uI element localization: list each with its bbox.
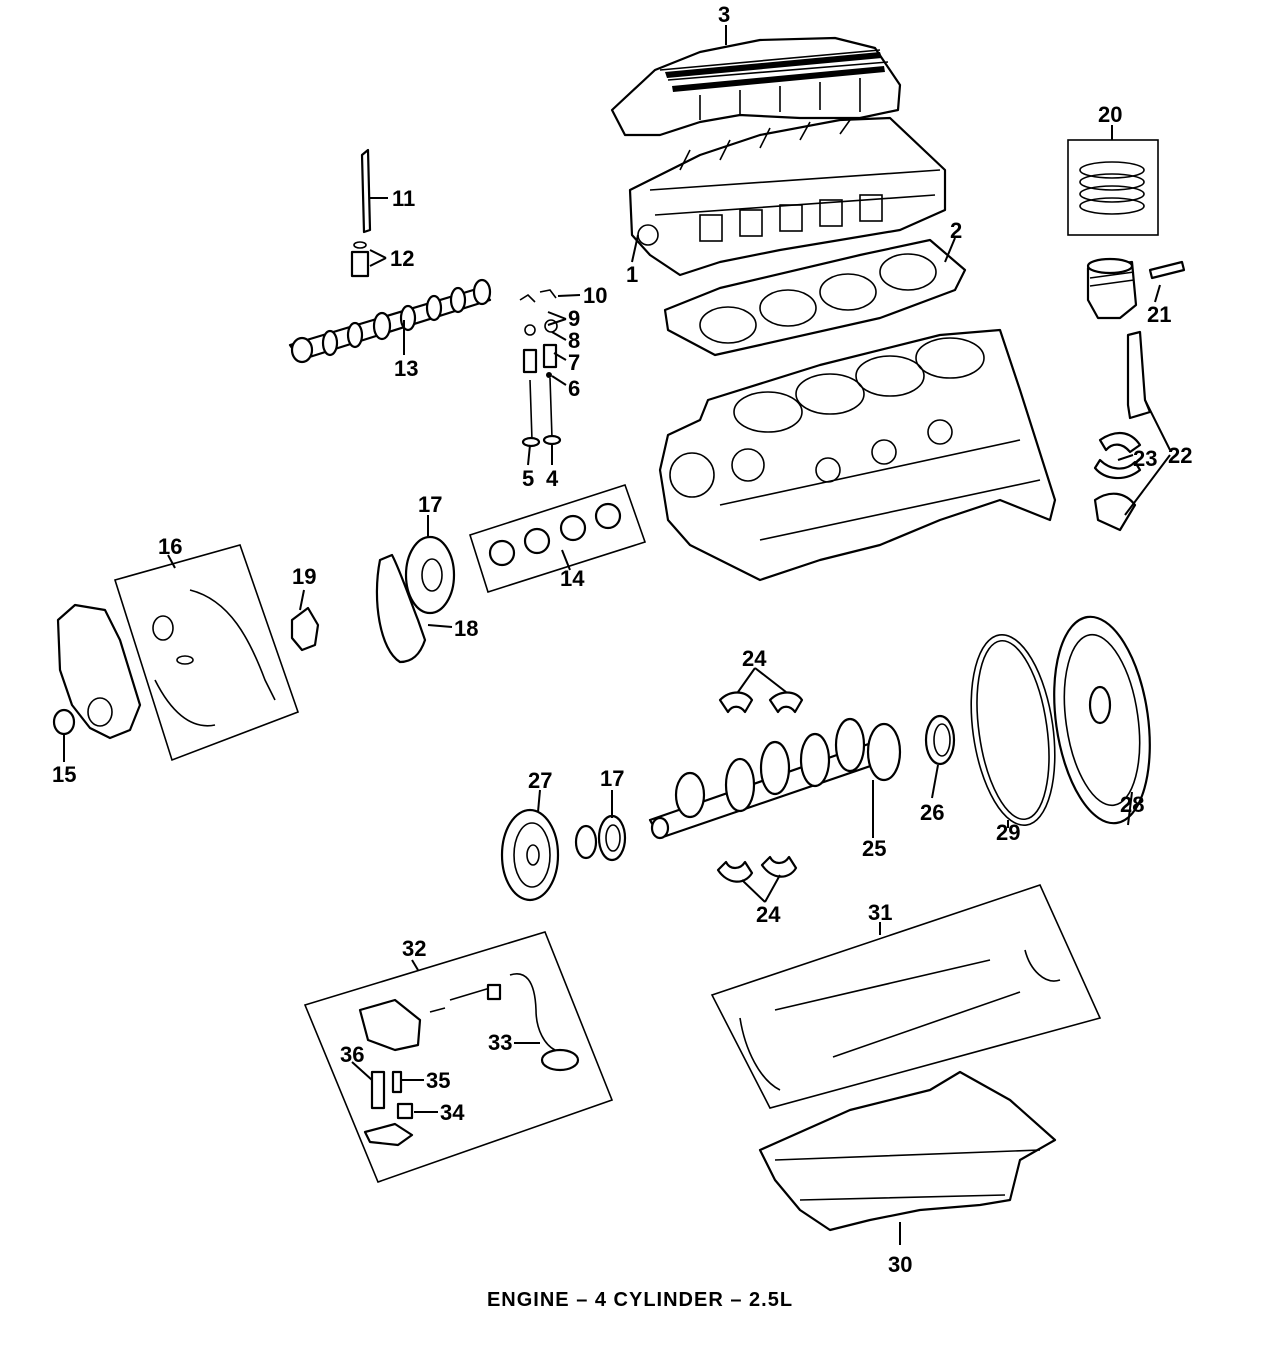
chain-tensioner <box>290 606 320 652</box>
callout-2: 2 <box>950 218 962 243</box>
connecting-rod <box>1093 330 1152 532</box>
callout-18: 18 <box>454 616 478 641</box>
head-gasket <box>663 238 967 357</box>
main-bearings <box>716 691 804 883</box>
callout-13: 13 <box>394 356 418 381</box>
callout-5: 5 <box>522 466 534 491</box>
callout-24-top: 24 <box>742 646 767 671</box>
callout-20: 20 <box>1098 102 1122 127</box>
ring-gear <box>970 633 1056 827</box>
valves-and-springs <box>519 289 562 448</box>
engine-block <box>658 328 1057 582</box>
flywheel <box>1053 615 1151 825</box>
leader-lines <box>63 25 1171 1245</box>
callout-labels: 3 1 2 20 21 22 23 11 12 13 10 9 8 7 6 5 … <box>52 2 1192 1277</box>
timing-cover <box>52 603 142 740</box>
callout-33: 33 <box>488 1030 512 1055</box>
callout-12: 12 <box>390 246 414 271</box>
timing-cover-gasket-set <box>113 544 300 762</box>
cam-bearings <box>468 483 647 594</box>
callout-31: 31 <box>868 900 892 925</box>
callout-8: 8 <box>568 328 580 353</box>
timing-gear-and-chain <box>375 535 456 664</box>
cylinder-head <box>628 116 947 277</box>
oil-pump-kit <box>303 931 614 1184</box>
callout-6: 6 <box>568 376 580 401</box>
callout-15: 15 <box>52 762 76 787</box>
pushrod-and-lifter <box>350 148 372 278</box>
callout-14: 14 <box>560 566 585 591</box>
callout-3: 3 <box>718 2 730 27</box>
callout-19: 19 <box>292 564 316 589</box>
callout-34: 34 <box>440 1100 465 1125</box>
callout-9: 9 <box>568 306 580 331</box>
callout-28: 28 <box>1120 792 1144 817</box>
callout-36: 36 <box>340 1042 364 1067</box>
callout-26: 26 <box>920 800 944 825</box>
oil-pan <box>758 1070 1057 1232</box>
callout-21: 21 <box>1147 302 1171 327</box>
diagram-caption: ENGINE – 4 CYLINDER – 2.5L <box>486 1289 794 1311</box>
camshaft <box>288 278 492 364</box>
callout-10: 10 <box>583 283 607 308</box>
callout-11: 11 <box>392 186 415 211</box>
callout-23: 23 <box>1133 446 1157 471</box>
rear-main-seal <box>924 714 956 766</box>
crankshaft <box>648 717 902 840</box>
valve-cover <box>610 36 902 137</box>
callout-17-top: 17 <box>418 492 442 517</box>
callout-32: 32 <box>402 936 426 961</box>
oil-pan-gasket-set <box>710 884 1102 1109</box>
callout-22: 22 <box>1168 443 1192 468</box>
callout-29: 29 <box>996 820 1020 845</box>
callout-16: 16 <box>158 534 182 559</box>
callout-4: 4 <box>546 466 559 491</box>
callout-7: 7 <box>568 350 580 375</box>
callout-27: 27 <box>528 768 552 793</box>
piston <box>1086 257 1186 320</box>
harmonic-balancer <box>500 808 627 902</box>
callout-17-bottom: 17 <box>600 766 624 791</box>
callout-35: 35 <box>426 1068 450 1093</box>
callout-1: 1 <box>626 262 638 287</box>
callout-30: 30 <box>888 1252 912 1277</box>
callout-24-bottom: 24 <box>756 902 781 927</box>
piston-rings <box>1067 139 1159 236</box>
callout-25: 25 <box>862 836 886 861</box>
